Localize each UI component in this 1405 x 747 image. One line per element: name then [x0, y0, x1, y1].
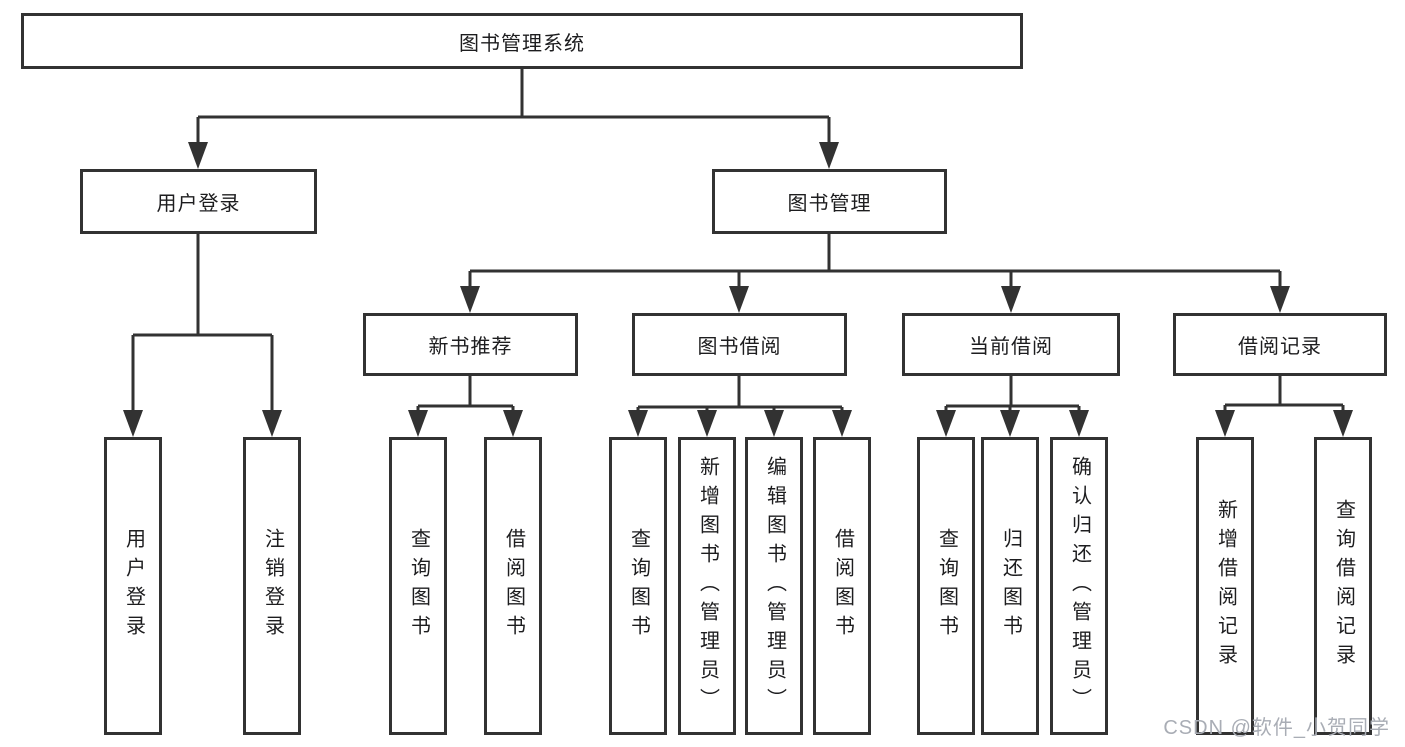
node-library-system: 图书管理系统: [21, 13, 1023, 69]
node-new-book-recommend-label: 新书推荐: [428, 336, 513, 358]
node-leaf-query-borrow-record: 查询借阅记录: [1314, 437, 1372, 735]
node-borrowing-records-label: 借阅记录: [1238, 336, 1322, 358]
node-leaf-logout: 注销登录: [243, 437, 301, 735]
node-leaf-edit-books-admin-label: 编辑图书（管理员）: [763, 455, 786, 717]
node-book-management: 图书管理: [712, 169, 947, 234]
connector-current-borrowing-children: [936, 376, 1089, 437]
connector-book-borrowing-children: [628, 376, 852, 437]
node-leaf-return-books-label: 归还图书: [999, 528, 1022, 644]
node-leaf-user-login-label: 用户登录: [122, 528, 145, 644]
connector-borrowing-records-children: [1215, 376, 1353, 437]
node-leaf-return-books: 归还图书: [981, 437, 1039, 735]
node-leaf-query-books-recommend: 查询图书: [389, 437, 447, 735]
node-leaf-borrow-books-recommend: 借阅图书: [484, 437, 542, 735]
node-leaf-add-borrow-record-label: 新增借阅记录: [1214, 499, 1237, 673]
node-leaf-add-borrow-record: 新增借阅记录: [1196, 437, 1254, 735]
node-leaf-borrow-books: 借阅图书: [813, 437, 871, 735]
node-new-book-recommend: 新书推荐: [363, 313, 578, 376]
connector-new-book-recommend-children: [408, 376, 523, 437]
node-book-borrowing: 图书借阅: [632, 313, 847, 376]
node-leaf-query-books-recommend-label: 查询图书: [407, 528, 430, 644]
node-user-login-label: 用户登录: [156, 193, 241, 215]
node-current-borrowing-label: 当前借阅: [969, 336, 1053, 358]
node-leaf-query-borrow-record-label: 查询借阅记录: [1332, 499, 1355, 673]
node-library-system-label: 图书管理系统: [459, 32, 585, 55]
node-borrowing-records: 借阅记录: [1173, 313, 1387, 376]
node-leaf-query-books-current-label: 查询图书: [935, 528, 958, 644]
node-leaf-logout-label: 注销登录: [261, 528, 284, 644]
node-leaf-confirm-return-admin-label: 确认归还（管理员）: [1068, 455, 1091, 717]
node-book-management-label: 图书管理: [787, 193, 872, 215]
node-leaf-add-books-admin: 新增图书（管理员）: [678, 437, 736, 735]
csdn-watermark: CSDN @软件_小贺同学: [1163, 717, 1390, 739]
node-leaf-borrow-books-recommend-label: 借阅图书: [502, 528, 525, 644]
node-book-borrowing-label: 图书借阅: [697, 336, 782, 358]
node-leaf-borrow-books-label: 借阅图书: [831, 528, 854, 644]
connector-book-management-children: [460, 234, 1290, 313]
node-leaf-user-login: 用户登录: [104, 437, 162, 735]
node-leaf-query-books-borrow: 查询图书: [609, 437, 667, 735]
node-leaf-query-books-borrow-label: 查询图书: [627, 528, 650, 644]
node-leaf-query-books-current: 查询图书: [917, 437, 975, 735]
connector-root-to-level2: [188, 69, 839, 169]
node-leaf-edit-books-admin: 编辑图书（管理员）: [745, 437, 803, 735]
node-current-borrowing: 当前借阅: [902, 313, 1120, 376]
connector-user-login-children: [123, 234, 282, 437]
node-user-login: 用户登录: [80, 169, 317, 234]
node-leaf-confirm-return-admin: 确认归还（管理员）: [1050, 437, 1108, 735]
node-leaf-add-books-admin-label: 新增图书（管理员）: [696, 455, 719, 717]
